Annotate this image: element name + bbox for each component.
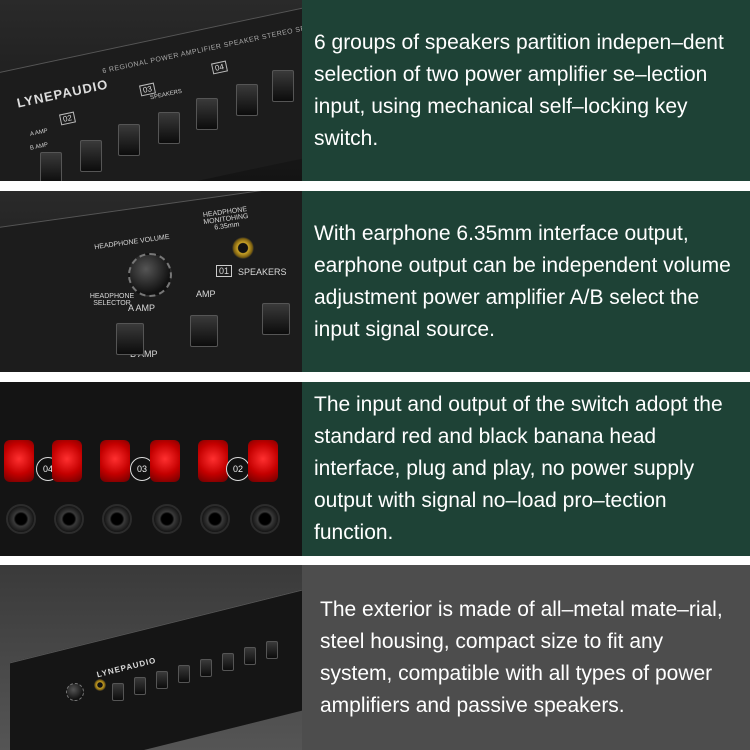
red-terminal	[150, 440, 180, 482]
feature-text-3: The input and output of the switch adopt…	[302, 382, 750, 556]
zone-number: 01	[216, 265, 233, 277]
red-terminal	[198, 440, 228, 482]
black-terminal	[250, 504, 280, 534]
key-switch	[196, 98, 218, 130]
key-switch	[266, 641, 278, 659]
feature-panel-4: LYNEPAUDIO The exterior is made of all–m…	[0, 565, 750, 750]
feature-text-2: With earphone 6.35mm interface output, e…	[302, 191, 750, 372]
key-switch	[200, 659, 212, 677]
key-switch	[116, 323, 144, 355]
key-switch	[158, 112, 180, 144]
feature-text-4: The exterior is made of all–metal mate–r…	[302, 565, 750, 750]
key-switch	[80, 140, 102, 172]
product-photo-headphone: HEADPHONE VOLUME HEADPHONE MONITOHING 6.…	[0, 191, 302, 372]
key-switch	[244, 647, 256, 665]
volume-knob	[66, 683, 84, 701]
key-switch	[112, 683, 124, 701]
headphone-jack	[94, 679, 106, 691]
feature-panel-3: 04 03 02 The input and output of the swi…	[0, 382, 750, 556]
key-switch	[262, 303, 290, 335]
feature-panel-1: LYNEPAUDIO 6 REGIONAL POWER AMPLIFIER SP…	[0, 0, 750, 181]
device-body	[10, 587, 302, 750]
key-switch	[190, 315, 218, 347]
key-switch	[40, 152, 62, 181]
key-switch	[236, 84, 258, 116]
product-photo-full-device: LYNEPAUDIO	[0, 565, 302, 750]
black-terminal	[200, 504, 230, 534]
a-amp-label: A AMP	[128, 303, 156, 313]
speakers-label: SPEAKERS	[238, 267, 287, 277]
key-switch	[222, 653, 234, 671]
product-photo-banana-terminals: 04 03 02	[0, 382, 302, 556]
black-terminal	[6, 504, 36, 534]
red-terminal	[100, 440, 130, 482]
feature-text-1: 6 groups of speakers partition indepen–d…	[302, 0, 750, 181]
volume-knob	[128, 253, 172, 297]
zone-badge: 02	[226, 457, 250, 481]
headphone-selector-label: HEADPHONE SELECTOR	[89, 293, 135, 307]
red-terminal	[248, 440, 278, 482]
black-terminal	[152, 504, 182, 534]
key-switch	[118, 124, 140, 156]
feature-panel-2: HEADPHONE VOLUME HEADPHONE MONITOHING 6.…	[0, 191, 750, 372]
b-amp-label: B AMP	[130, 349, 158, 359]
product-photo-key-switches: LYNEPAUDIO 6 REGIONAL POWER AMPLIFIER SP…	[0, 0, 302, 181]
black-terminal	[102, 504, 132, 534]
key-switch	[272, 70, 294, 102]
red-terminal	[4, 440, 34, 482]
black-terminal	[54, 504, 84, 534]
key-switch	[156, 671, 168, 689]
headphone-jack	[232, 237, 254, 259]
amp-label: AMP	[196, 289, 216, 299]
key-switch	[178, 665, 190, 683]
red-terminal	[52, 440, 82, 482]
key-switch	[134, 677, 146, 695]
